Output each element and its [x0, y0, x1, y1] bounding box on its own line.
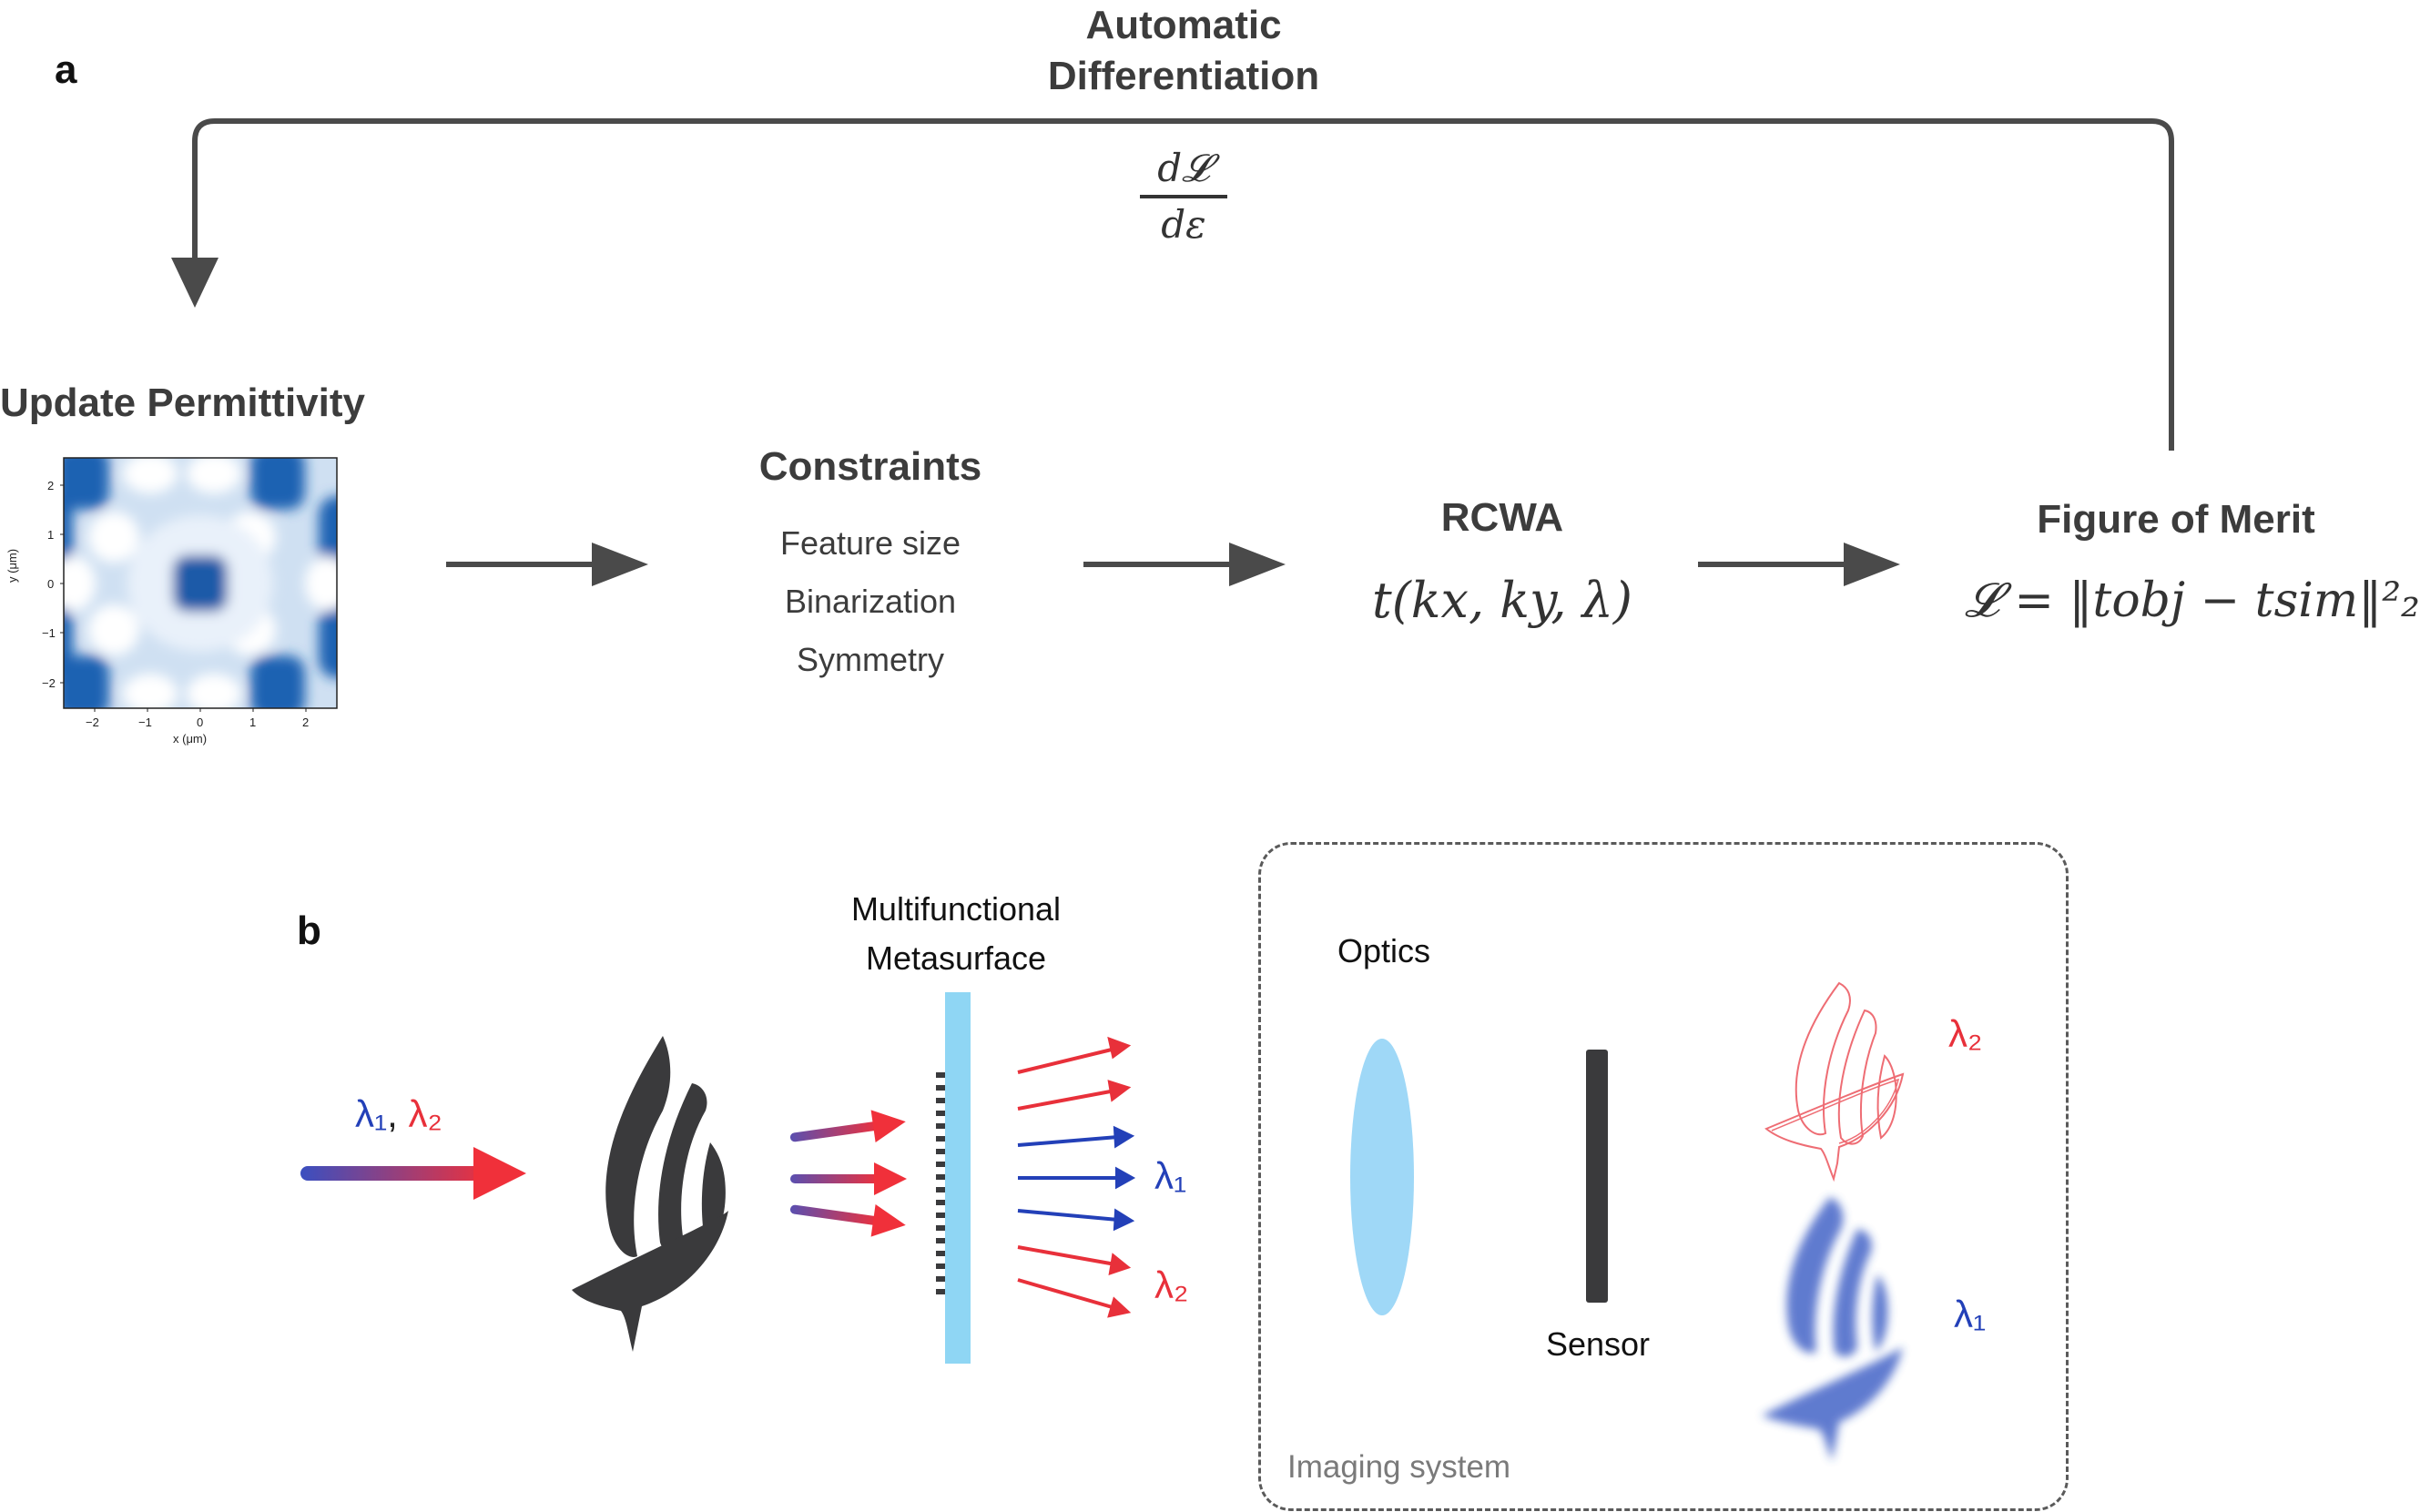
- feedback-title-line1: Automatic: [1085, 3, 1282, 47]
- metasurface-label-line1: Multifunctional: [850, 890, 1062, 928]
- input-beam-arrow: [300, 1147, 526, 1200]
- flow-arrows: [446, 543, 1900, 586]
- output-arrows: [1017, 1036, 1136, 1318]
- constraint-binarization: Binarization: [784, 583, 957, 620]
- input-wavelength-label: λ₁, λ₂: [355, 1092, 442, 1136]
- output-lambda2-label: λ₂: [1154, 1263, 1189, 1306]
- sensor-label: Sensor: [1545, 1325, 1651, 1363]
- constraints-title: Constraints: [758, 444, 982, 489]
- x-axis-label: x (μm): [173, 732, 208, 746]
- x-tick-label: 2: [302, 715, 310, 729]
- output-lambda1-label: λ₁: [1154, 1154, 1187, 1197]
- input-lambda2: λ₂: [408, 1092, 442, 1135]
- arrow-to-merit: [1698, 543, 1900, 586]
- gradient-fraction: d𝓛 dε: [1120, 146, 1247, 248]
- sensor-bar: [1586, 1050, 1608, 1303]
- x-tick-label: −1: [138, 715, 152, 729]
- y-tick-label: 2: [47, 479, 55, 492]
- lambda2-image: [1764, 981, 1905, 1182]
- merit-formula: 𝓛 = ‖tobj − tsim‖²₂: [1965, 573, 2420, 628]
- panel-b-graphics: [300, 981, 1905, 1461]
- merit-title: Figure of Merit: [2037, 497, 2315, 542]
- permittivity-plot: [60, 457, 338, 712]
- constraint-symmetry: Symmetry: [797, 641, 944, 678]
- y-tick-label: 0: [47, 577, 55, 591]
- incident-arrows: [789, 1110, 907, 1237]
- fraction-bar: [1140, 195, 1227, 198]
- x-tick-label: 0: [197, 715, 204, 729]
- input-separator: ,: [387, 1092, 398, 1135]
- feedback-title-line2: Differentiation: [1047, 54, 1320, 98]
- lambda1-image: [1762, 1197, 1903, 1461]
- x-tick-label: 1: [249, 715, 257, 729]
- y-tick-label: −2: [42, 676, 56, 690]
- feedback-loop-arrow: [171, 118, 2174, 451]
- gradient-numerator: d𝓛: [1157, 146, 1210, 190]
- input-lambda1: λ₁: [355, 1092, 388, 1135]
- panel-b-label: b: [297, 908, 321, 953]
- metasurface-label-line2: Metasurface: [865, 939, 1047, 977]
- arrow-to-rcwa: [1083, 543, 1286, 586]
- optics-lens: [1350, 1039, 1414, 1315]
- update-permittivity-title: Update Permittivity: [0, 381, 365, 425]
- optics-label: Optics: [1337, 932, 1431, 969]
- x-tick-label: −2: [86, 715, 99, 729]
- image-lambda1-label: λ₁: [1954, 1293, 1987, 1335]
- metasurface: [936, 992, 971, 1364]
- rcwa-title: RCWA: [1440, 495, 1564, 540]
- panel-a-label: a: [55, 47, 77, 92]
- constraint-feature-size: Feature size: [779, 524, 961, 562]
- feedback-title: Automatic Differentiation: [910, 0, 1457, 102]
- metasurface-label: Multifunctional Metasurface: [801, 885, 1111, 983]
- object-torch-icon: [572, 1036, 728, 1352]
- y-tick-label: −1: [42, 626, 56, 640]
- arrow-to-constraints: [446, 543, 648, 586]
- image-lambda2-label: λ₂: [1948, 1012, 1983, 1055]
- y-tick-label: 1: [47, 528, 55, 542]
- imaging-system-box: [1258, 842, 2069, 1511]
- gradient-denominator: dε: [1161, 202, 1206, 247]
- rcwa-formula: t(kx, ky, λ): [1372, 572, 1632, 629]
- imaging-system-label: Imaging system: [1287, 1449, 1511, 1485]
